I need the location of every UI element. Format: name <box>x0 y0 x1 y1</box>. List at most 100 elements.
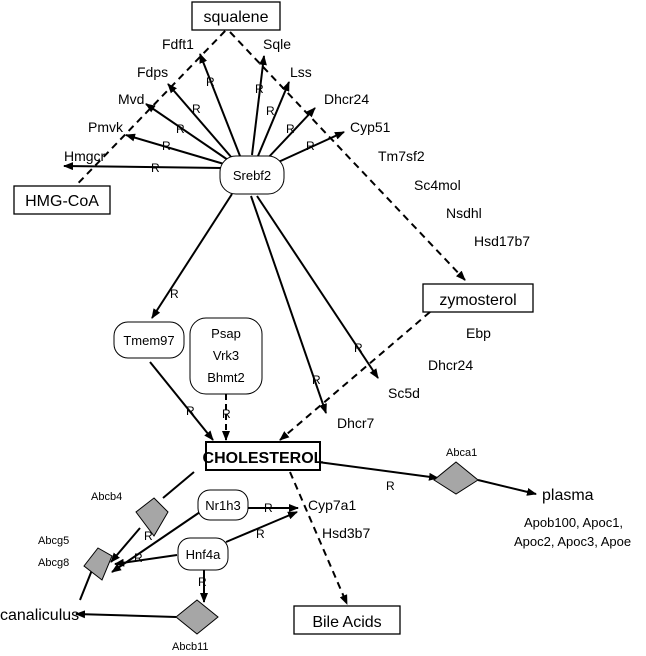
zymosterol-box <box>422 283 534 313</box>
tmem97-node <box>113 321 185 359</box>
hmg-coa-box <box>13 185 111 215</box>
gene-ebp: Ebp <box>466 325 491 341</box>
edge-srebf2-lss <box>257 81 290 157</box>
edge-srebf2-sc5d <box>256 195 379 379</box>
edge-cholesterol-abcb4 <box>162 471 195 499</box>
regulation-marks: R R R R R R R R R R R R R R R R R R R R <box>134 75 395 589</box>
squalene-box <box>191 1 281 31</box>
canaliculus-label: canaliculus <box>0 607 79 624</box>
bhmt2-label: Bhmt2 <box>207 370 245 385</box>
edge-srebf2-fdps <box>167 83 233 159</box>
tmem97-label: Tmem97 <box>123 333 174 348</box>
abca1-diamond <box>433 461 479 495</box>
r-mark: R <box>286 122 295 136</box>
gene-dhcr24-top: Dhcr24 <box>324 91 369 107</box>
r-mark: R <box>192 102 201 116</box>
abcg-diamond <box>83 547 113 581</box>
edge-tmem97-cholesterol <box>149 361 214 441</box>
abcb11-diamond <box>175 599 219 635</box>
gene-lss: Lss <box>290 64 312 80</box>
other-edges <box>75 361 537 619</box>
edge-abcg-canaliculus <box>79 569 93 601</box>
r-mark: R <box>162 139 171 153</box>
r-mark: R <box>255 82 264 96</box>
vrk3-label: Vrk3 <box>213 348 239 363</box>
psap-group-node <box>189 317 263 395</box>
edge-cholesterol-abca1 <box>317 461 439 481</box>
r-mark: R <box>170 287 179 301</box>
nr1h3-label: Nr1h3 <box>205 498 240 513</box>
abca1-label: Abca1 <box>446 447 477 459</box>
gene-tm7sf2: Tm7sf2 <box>378 148 425 164</box>
r-mark: R <box>306 139 315 153</box>
nr1h3-node <box>197 489 249 521</box>
psap-label: Psap <box>211 326 241 341</box>
r-mark: R <box>134 551 143 565</box>
r-mark: R <box>386 479 395 493</box>
gene-mvd: Mvd <box>118 91 144 107</box>
cholesterol-label: CHOLESTEROL <box>203 450 324 467</box>
edge-hnf4a-cyp7a1 <box>225 511 298 543</box>
r-mark: R <box>264 501 273 515</box>
hnf4a-node <box>177 537 229 571</box>
abcb4-label: Abcb4 <box>91 491 122 503</box>
flux-squalene-to-zymosterol <box>229 31 466 281</box>
r-mark: R <box>206 75 215 89</box>
r-mark: R <box>266 104 275 118</box>
edge-abcb4-abcg <box>110 527 141 563</box>
edge-srebf2-pmvk <box>125 133 225 165</box>
gene-hsd17b7: Hsd17b7 <box>474 233 530 249</box>
r-mark: R <box>256 527 265 541</box>
edge-srebf2-cyp51 <box>273 131 345 165</box>
metabolic-flux <box>61 29 466 605</box>
edge-srebf2-dhcr7 <box>250 195 327 414</box>
apolipoprotein-line-1: Apob100, Apoc1, <box>524 515 623 530</box>
gene-cyp7a1: Cyp7a1 <box>308 497 356 513</box>
gene-dhcr7: Dhcr7 <box>337 415 375 431</box>
gene-sc4mol: Sc4mol <box>414 177 461 193</box>
flux-zymosterol-to-cholesterol <box>279 311 431 441</box>
gene-dhcr24-mid: Dhcr24 <box>428 357 473 373</box>
srebf2-label: Srebf2 <box>233 168 271 183</box>
r-mark: R <box>176 122 185 136</box>
srebf2-edges <box>63 53 379 414</box>
edge-srebf2-sqle <box>251 55 267 156</box>
edge-srebf2-hmgcr <box>63 162 223 171</box>
gene-fdps: Fdps <box>137 64 168 80</box>
gene-cyp51: Cyp51 <box>350 119 391 135</box>
transporter-shapes <box>83 461 479 635</box>
cholesterol-box <box>205 441 321 471</box>
edge-hnf4a-abcg <box>114 554 178 567</box>
abcb11-label: Abcb11 <box>172 641 209 653</box>
r-mark: R <box>151 161 160 175</box>
hnf4a-label: Hnf4a <box>186 547 221 562</box>
gene-nsdhl: Nsdhl <box>446 205 482 221</box>
abcb4-diamond <box>135 497 169 537</box>
labels: squalene HMG-CoA zymosterol CHOLESTEROL … <box>0 9 631 653</box>
r-mark: R <box>312 373 321 387</box>
apolipoprotein-line-2: Apoc2, Apoc3, Apoe <box>514 534 631 549</box>
gene-hmgcr: Hmgcr <box>64 148 106 164</box>
abcg8-label: Abcg8 <box>38 557 69 569</box>
hmg-coa-label: HMG-CoA <box>25 193 99 210</box>
gene-fdft1: Fdft1 <box>162 36 194 52</box>
plasma-label: plasma <box>542 487 594 504</box>
gene-sc5d: Sc5d <box>388 385 420 401</box>
r-mark: R <box>198 575 207 589</box>
srebf2-node <box>219 155 285 195</box>
r-mark: R <box>186 404 195 418</box>
bile-acids-box <box>293 605 401 635</box>
edge-abcb11-canaliculus <box>75 610 177 619</box>
edge-srebf2-dhcr24 <box>265 107 316 161</box>
edge-srebf2-tmem97 <box>151 193 233 319</box>
squalene-label: squalene <box>204 9 269 26</box>
bile-acids-label: Bile Acids <box>312 614 381 631</box>
gene-hsd3b7: Hsd3b7 <box>322 525 370 541</box>
edge-abca1-plasma <box>477 479 537 496</box>
gene-pmvk: Pmvk <box>88 119 124 135</box>
r-mark: R <box>144 529 153 543</box>
node-shapes <box>13 1 534 635</box>
edge-srebf2-mvd <box>145 103 229 161</box>
r-mark: R <box>222 407 231 421</box>
